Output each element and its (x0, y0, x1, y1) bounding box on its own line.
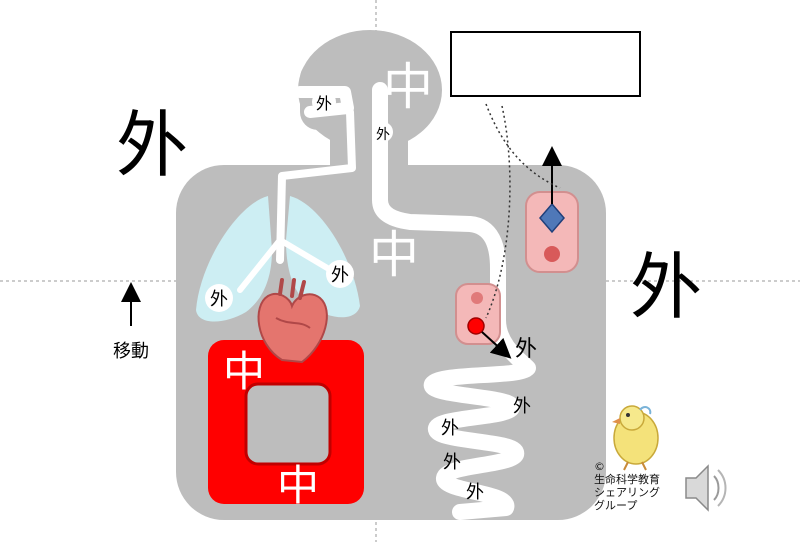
callout-box (450, 31, 641, 97)
outside-small-lung-left: 外 (210, 289, 228, 310)
credit-text: © 生命科学教育 シェアリング グループ (594, 460, 660, 512)
outside-small-gut-2: 外 (513, 396, 531, 417)
credit-line-2: シェアリング (594, 486, 660, 499)
outside-small-gut-3: 外 (441, 418, 459, 439)
intestinal-cell (455, 283, 512, 359)
digestive-tract (372, 82, 536, 520)
inside-label-head: 中 (383, 58, 433, 116)
outside-small-gut-1: 外 (515, 337, 537, 362)
outside-small-gut-5: 外 (466, 482, 484, 503)
circulation-loop (208, 340, 364, 504)
outside-small-labels: 外 外 外 外 外 外 外 外 外 (205, 90, 537, 503)
credit-line-3: グループ (594, 499, 638, 512)
outside-small-nose: 外 (316, 94, 332, 113)
outside-label-left: 外 (116, 103, 188, 187)
outside-label-right: 外 (630, 245, 702, 329)
chick-icon (612, 405, 659, 471)
inside-label-body: 中 (369, 226, 419, 284)
heart-icon (257, 278, 328, 364)
inside-label-blood-lower: 中 (277, 461, 319, 510)
outside-small-lung-right: 外 (331, 265, 349, 286)
outside-small-throat: 外 (376, 127, 390, 143)
credit-copyright: © (594, 460, 605, 473)
secretory-cell (525, 146, 579, 273)
callout-pointer (485, 103, 561, 189)
outside-small-gut-4: 外 (443, 452, 461, 473)
movement-label: 移動 (113, 341, 149, 362)
speaker-icon[interactable] (685, 464, 727, 512)
callout-pointer (485, 105, 511, 319)
inside-label-blood-upper: 中 (223, 347, 265, 396)
credit-line-1: 生命科学教育 (594, 473, 660, 486)
